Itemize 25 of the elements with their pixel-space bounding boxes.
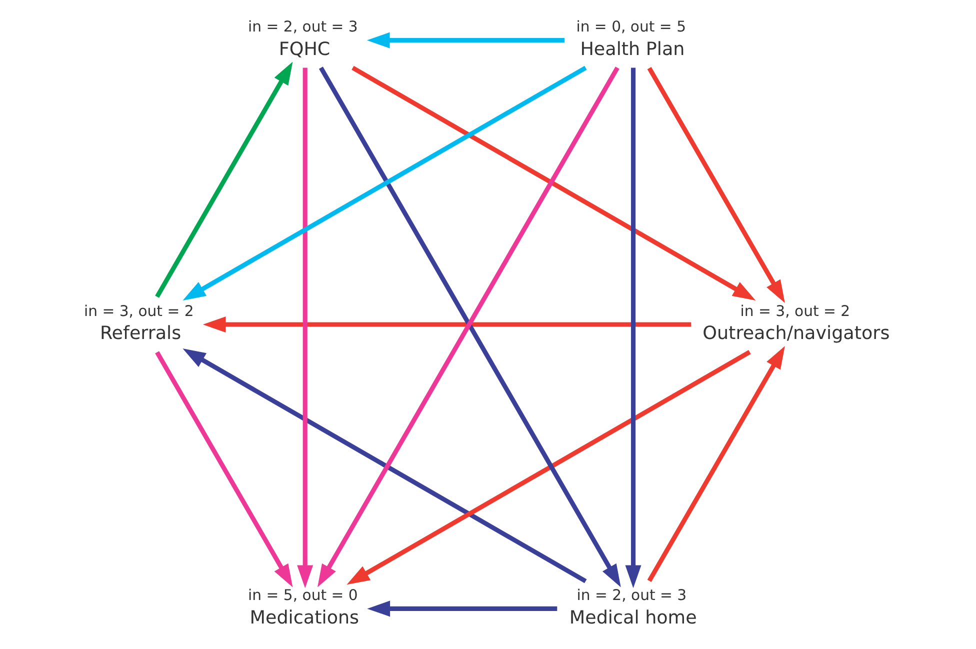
- node-label: in = 2, out = 3: [576, 587, 687, 604]
- node-label: in = 3, out = 2: [84, 302, 194, 320]
- node-text: Health Plan: [580, 38, 685, 60]
- node-label: in = 5, out = 0: [248, 587, 358, 604]
- arrow: [647, 346, 785, 582]
- arrow: [297, 68, 314, 588]
- arrow: [155, 62, 293, 298]
- arrow: [182, 348, 587, 584]
- node-text: Outreach/navigators: [702, 323, 890, 344]
- node-text: Medical home: [569, 607, 697, 628]
- node-text: Referrals: [100, 323, 182, 344]
- node-label: in = 0, out = 5: [576, 18, 686, 36]
- arrow: [352, 66, 756, 300]
- arrow: [625, 68, 642, 588]
- arrow: [366, 32, 564, 48]
- arrow: [367, 600, 558, 617]
- node-label: in = 3, out = 2: [740, 302, 850, 320]
- arrow: [647, 66, 785, 304]
- node-text: FQHC: [278, 38, 330, 60]
- node-label: in = 2, out = 3: [248, 18, 358, 36]
- arrow: [155, 351, 293, 588]
- arrow: [202, 316, 692, 332]
- node-text: Medications: [250, 607, 360, 628]
- arrow: [182, 66, 587, 300]
- arrow: [346, 350, 751, 585]
